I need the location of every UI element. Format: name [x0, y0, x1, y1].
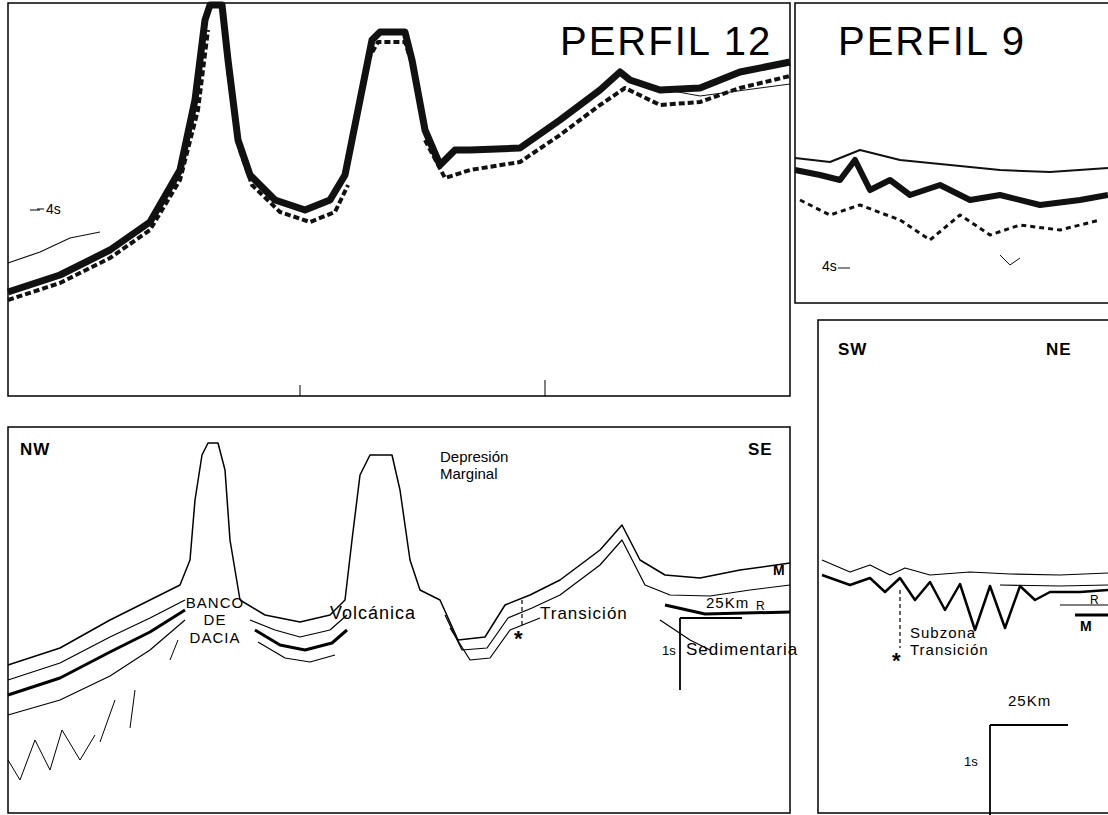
- time-mark: 4s: [822, 258, 837, 274]
- panel-frame: [818, 320, 1108, 813]
- scale-label: 25Km: [1008, 692, 1051, 709]
- boundary-marker: *: [514, 626, 523, 651]
- zone-label: Sedimentaria: [686, 640, 798, 660]
- profile-title: PERFIL 9: [838, 18, 1026, 64]
- horizon-label: M: [1080, 618, 1092, 634]
- zone-label: Volcánica: [330, 603, 416, 624]
- feature-label: BANCO DE DACIA: [178, 594, 252, 646]
- zone-label: Subzona Transición: [910, 624, 994, 659]
- horizon-label: R: [756, 600, 765, 614]
- direction-label: SE: [748, 440, 773, 460]
- scale-label: 1s: [662, 644, 676, 659]
- scale-label: 25Km: [706, 594, 749, 611]
- direction-label: NE: [1046, 340, 1072, 360]
- direction-label: SW: [838, 340, 867, 360]
- boundary-marker: *: [892, 648, 901, 673]
- scale-label: 1s: [964, 755, 978, 770]
- profile-title: PERFIL 12: [560, 18, 772, 64]
- panel-frame: [8, 427, 790, 813]
- panel-frame: [795, 3, 1108, 303]
- horizon-label: R: [1090, 594, 1099, 608]
- panel-frame: [8, 3, 790, 396]
- feature-label: Depresión Marginal: [440, 448, 526, 483]
- zone-label: Transición: [540, 604, 628, 624]
- horizon-label: M: [773, 562, 785, 578]
- direction-label: NW: [20, 440, 50, 460]
- time-mark: 4s: [46, 201, 61, 217]
